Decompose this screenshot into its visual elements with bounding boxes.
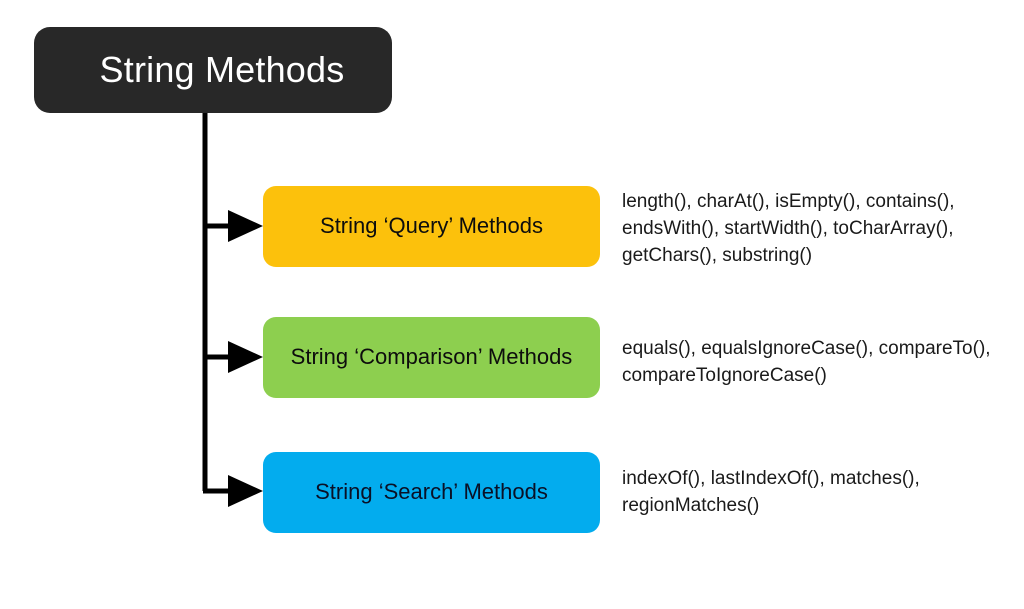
- root-node-label: String Methods: [99, 49, 345, 91]
- branch-node-label-search: String ‘Search’ Methods: [315, 479, 548, 505]
- branch-node-search[interactable]: String ‘Search’ Methods: [263, 452, 600, 533]
- methods-list-comparison: equals(), equalsIgnoreCase(), compareTo(…: [622, 338, 991, 386]
- branch-node-query[interactable]: String ‘Query’ Methods: [263, 186, 600, 267]
- branch-node-label-query: String ‘Query’ Methods: [320, 213, 543, 239]
- methods-list-query: length(), charAt(), isEmpty(), contains(…: [622, 191, 955, 266]
- root-node-string-methods[interactable]: String Methods: [34, 27, 392, 113]
- branch-node-comparison[interactable]: String ‘Comparison’ Methods: [263, 317, 600, 398]
- methods-list-search: indexOf(), lastIndexOf(), matches(), reg…: [622, 468, 920, 516]
- branch-node-label-comparison: String ‘Comparison’ Methods: [290, 344, 573, 370]
